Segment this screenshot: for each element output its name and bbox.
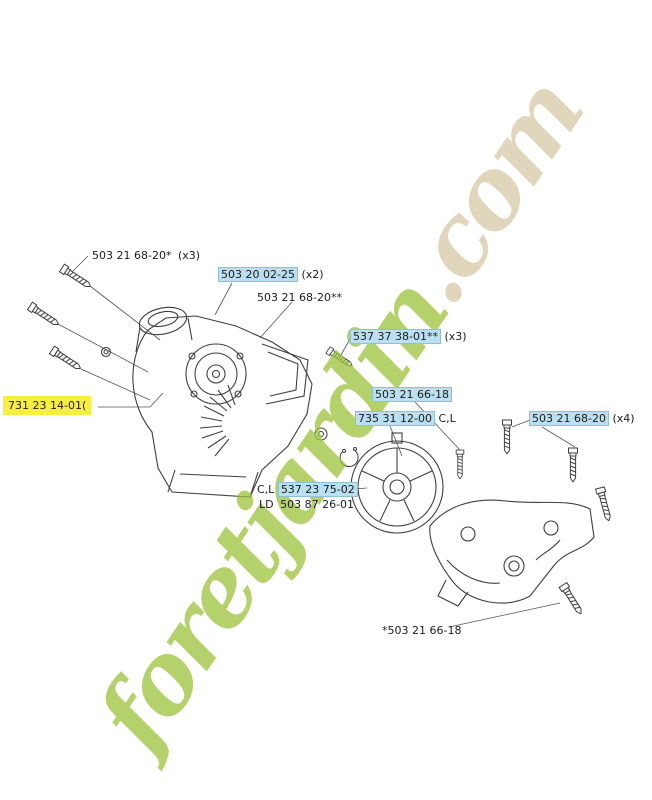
selected-part-number[interactable]: 731 23 14-01(: [6, 399, 89, 412]
part-number-link[interactable]: 503 20 02-25: [219, 268, 297, 281]
part-variant-text: C,L: [434, 412, 456, 425]
part-number-text: 503 21 68-20**: [257, 291, 342, 304]
part-variant-text: C,L: [257, 483, 278, 496]
crankcase-housing: [100, 306, 313, 498]
part-number-text: 503 21 68-20*: [92, 249, 172, 262]
part-label-537-37-38-01: 537 37 38-01** (x3): [351, 330, 468, 344]
leader-lines: [57, 255, 576, 628]
part-number-link[interactable]: 735 31 12-00: [356, 412, 434, 425]
part-label-731-23-14-01: 731 23 14-01(: [6, 399, 89, 413]
part-label-503-21-68-20-dd: 503 21 68-20**: [255, 291, 344, 305]
part-qty-text: (x3): [174, 249, 201, 262]
part-label-503-21-68-20-x4: 503 21 68-20 (x4): [530, 412, 636, 426]
part-number-link[interactable]: 503 21 68-20: [530, 412, 608, 425]
washer: [314, 427, 328, 441]
part-label-503-20-02-25: 503 20 02-25 (x2): [219, 268, 325, 282]
part-variant-text: LD: [259, 498, 278, 511]
part-label-503-87-26-01: LD 503 87 26-01: [258, 498, 356, 512]
part-label-503-21-66-18: 503 21 66-18: [373, 388, 451, 402]
part-qty-text: (x3): [440, 330, 467, 343]
part-label-503-21-68-20-x3: 503 21 68-20* (x3): [90, 249, 201, 263]
part-qty-text: (x2): [297, 268, 324, 281]
part-qty-text: (x4): [608, 412, 635, 425]
mounting-bracket: [429, 499, 595, 607]
part-label-537-23-75-02: C,L 537 23 75-02: [256, 483, 357, 497]
clutch-drum: [350, 432, 444, 534]
part-number-link[interactable]: 537 23 75-02: [278, 483, 357, 496]
part-label-735-31-12-00: 735 31 12-00 C,L: [356, 412, 457, 426]
part-number-link[interactable]: 537 37 38-01**: [351, 330, 440, 343]
part-number-link[interactable]: 503 21 66-18: [373, 388, 451, 401]
part-label-503-21-66-18-note: *503 21 66-18: [380, 624, 463, 638]
part-number-text: 503 87 26-01: [280, 498, 355, 511]
part-number-text: *503 21 66-18: [382, 624, 462, 637]
retainer-clip: [339, 447, 359, 467]
